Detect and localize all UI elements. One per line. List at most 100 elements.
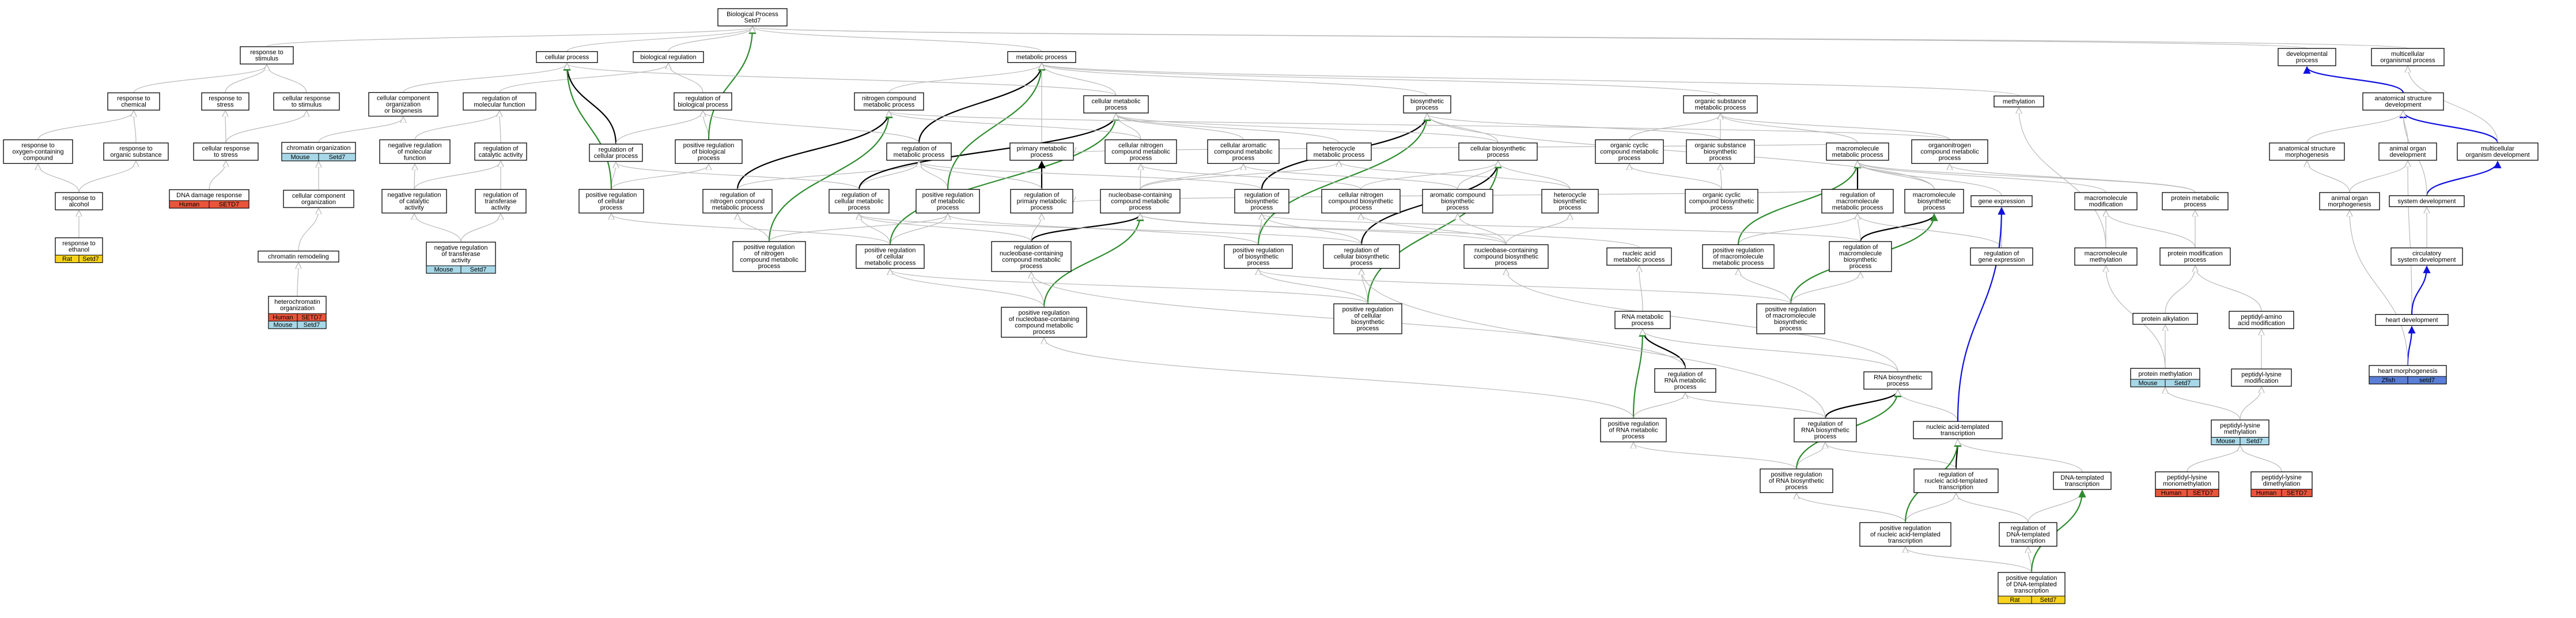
go-term-node-cell-proc[interactable]: cellular process: [536, 51, 598, 63]
go-term-node-reg-macro-bio[interactable]: regulation ofmacromoleculebiosyntheticpr…: [1829, 241, 1892, 272]
go-term-node-metabolic[interactable]: metabolic process: [1007, 51, 1076, 63]
go-term-node-methylation[interactable]: methylation: [1994, 95, 2044, 108]
go-term-node-gene-expr[interactable]: gene expression: [1970, 195, 2033, 208]
go-term-node-bio-reg[interactable]: biological regulation: [633, 51, 704, 63]
go-term-node-heart-dev[interactable]: heart development: [2375, 314, 2449, 326]
go-term-node-chrom-remod[interactable]: chromatin remodeling: [258, 250, 339, 263]
go-term-node-system-dev[interactable]: system development: [2389, 195, 2465, 208]
go-term-node-protein-alk[interactable]: protein alkylation: [2132, 312, 2198, 325]
go-term-node-reg-nucleobase[interactable]: regulation ofnucleobase-containingcompou…: [991, 241, 1072, 272]
